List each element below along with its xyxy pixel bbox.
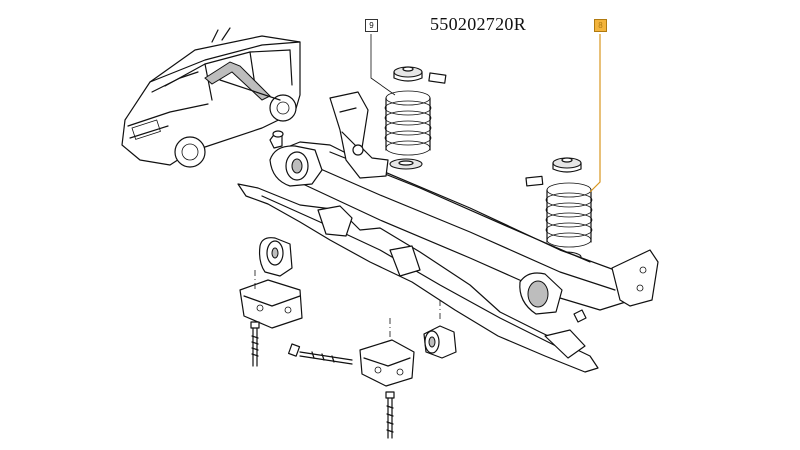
bushing-left	[258, 237, 293, 277]
mount-bracket-right	[359, 339, 415, 387]
leader-lines	[370, 34, 601, 193]
coil-spring-9	[384, 66, 447, 170]
assembly-guide-lines	[254, 270, 441, 340]
rear-axle-beam	[269, 91, 659, 323]
callout-8[interactable]: 8	[594, 19, 607, 32]
bolt-horizontal	[287, 343, 353, 365]
bolt-vertical-left	[250, 321, 260, 367]
bushing-center	[423, 325, 457, 359]
bolt-vertical-right	[385, 391, 395, 439]
vehicle-thumbnail	[121, 27, 301, 168]
lower-arm	[237, 183, 599, 373]
part-number-title: 550202720R	[430, 14, 527, 34]
mount-bracket-left	[239, 279, 303, 329]
callout-9[interactable]: 9	[365, 19, 378, 32]
